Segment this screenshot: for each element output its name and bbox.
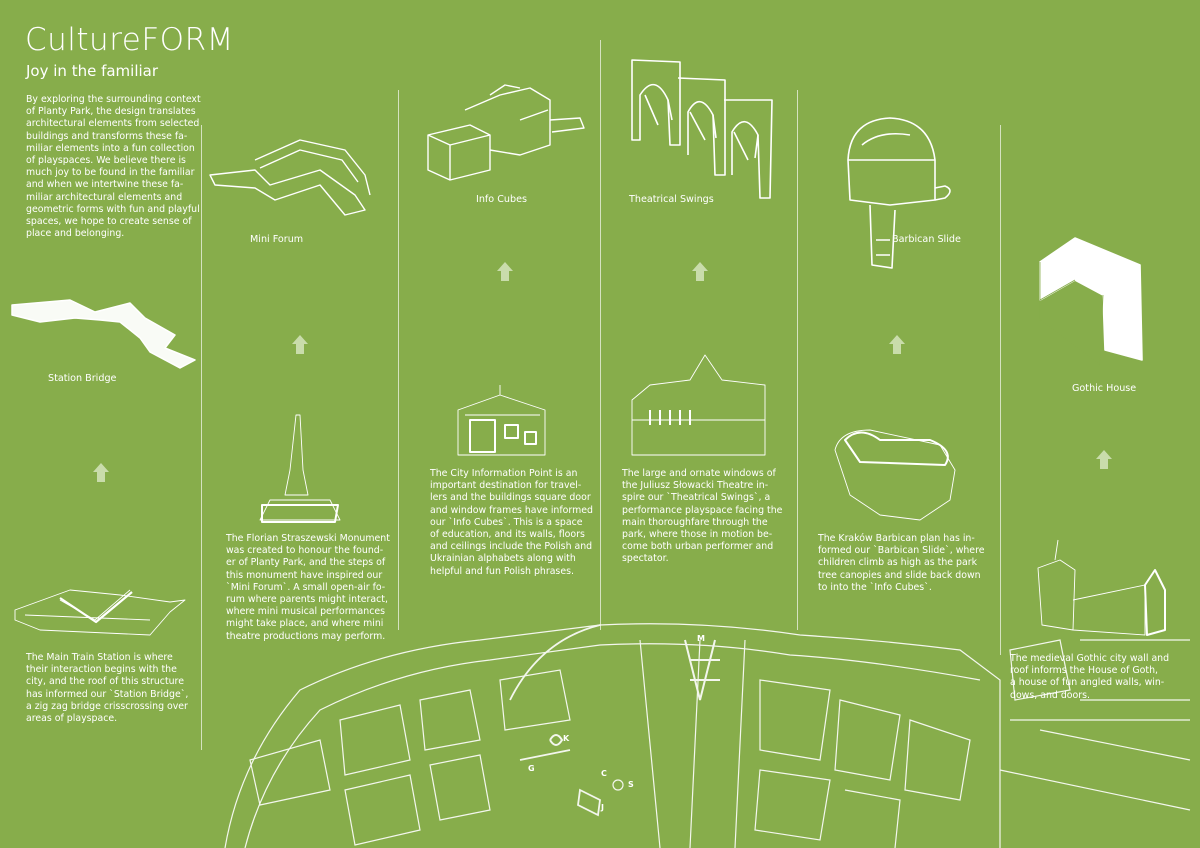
map-marker-m: M (697, 634, 705, 643)
train-station-sketch (14, 589, 186, 636)
map-marker-s: S (628, 780, 634, 789)
barbican-slide-text: The Kraków Barbican plan has in- formed … (818, 533, 985, 593)
mini-forum-sketch (209, 139, 371, 216)
up-arrow-icon (692, 262, 708, 281)
up-arrow-icon (889, 335, 905, 354)
column-divider (600, 40, 601, 630)
theatrical-swings-sketch (631, 59, 773, 199)
info-point-sketch (457, 385, 546, 456)
poster-title: CultureFORM (25, 22, 234, 58)
label-station-bridge: Station Bridge (48, 373, 117, 384)
gothic-house-sketch (1039, 237, 1143, 366)
theatre-sketch (631, 354, 766, 456)
station-bridge-text: The Main Train Station is where their in… (26, 652, 189, 725)
column-divider (398, 90, 399, 630)
column-divider (201, 125, 202, 750)
label-gothic-house: Gothic House (1072, 383, 1137, 394)
barbican-slide-sketch (847, 117, 951, 269)
info-cubes-sketch (427, 84, 585, 181)
label-mini-forum: Mini Forum (250, 234, 304, 245)
up-arrow-icon (292, 335, 308, 354)
monument-sketch (259, 414, 341, 523)
info-cubes-text: The City Information Point is an importa… (430, 468, 593, 577)
up-arrow-icon (93, 463, 109, 482)
theatrical-swings-text: The large and ornate windows of the Juli… (622, 468, 783, 565)
map-marker-k: K (563, 734, 570, 743)
poster-subtitle: Joy in the familiar (26, 62, 159, 80)
map-marker-c: C (601, 769, 607, 778)
station-bridge-sketch (11, 299, 196, 369)
label-info-cubes: Info Cubes (476, 194, 527, 205)
up-arrow-icon (497, 262, 513, 281)
gothic-house-text: The medieval Gothic city wall and roof i… (1010, 653, 1170, 701)
label-barbican-slide: Barbican Slide (892, 234, 961, 245)
city-wall-sketch (1037, 539, 1166, 636)
column-divider (797, 90, 798, 630)
barbican-sketch (834, 429, 956, 521)
mini-forum-text: The Florian Straszewski Monument was cre… (226, 533, 390, 642)
up-arrow-icon (1096, 450, 1112, 469)
map-marker-g: G (528, 764, 535, 773)
column-divider (1000, 125, 1001, 655)
label-theatrical-swings: Theatrical Swings (629, 194, 714, 205)
intro-text: By exploring the surrounding context of … (26, 94, 201, 240)
map-marker-j: J (601, 803, 604, 812)
